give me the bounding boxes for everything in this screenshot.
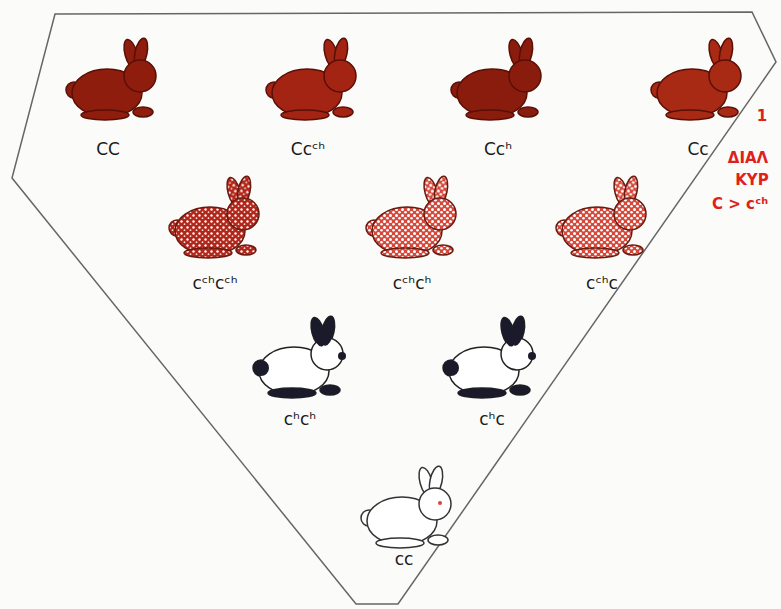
genotype-label: Ccʰ xyxy=(484,140,512,159)
genotype-label: cᶜʰcʰ xyxy=(393,274,432,293)
genotype-label: cʰcʰ xyxy=(284,410,316,429)
genotype-label: Cc xyxy=(687,140,708,159)
frame-outline xyxy=(12,12,776,604)
genotype-label: cʰc xyxy=(479,410,505,429)
genotype-label: cᶜʰcᶜʰ xyxy=(192,274,237,293)
genotype-label: Ccᶜʰ xyxy=(291,140,325,159)
note-text: ΚΥΡ xyxy=(735,172,768,189)
note-text: 1 xyxy=(757,108,767,125)
note-text: C > cᶜʰ xyxy=(712,196,768,213)
note-text: ΔΙΑΛ xyxy=(728,150,768,167)
genotype-label: cc xyxy=(395,550,414,569)
genotype-label: CC xyxy=(96,140,120,159)
genotype-label: cᶜʰc xyxy=(586,274,618,293)
